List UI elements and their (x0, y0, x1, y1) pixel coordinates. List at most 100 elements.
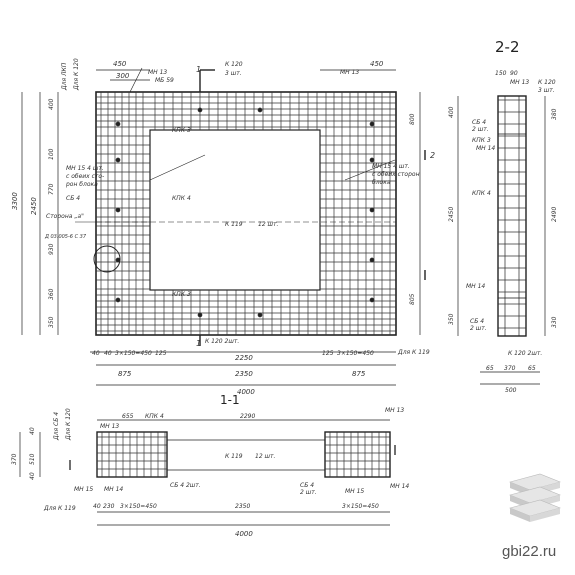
label-k120-qty: 3 шт. (225, 70, 242, 77)
rebar-anchor-dot (369, 297, 375, 303)
label-ref: Д 03.005-6 С 37 (44, 234, 87, 240)
rebar-anchor-dot (369, 157, 375, 163)
label-mn13-b: МН 13 (340, 69, 359, 76)
s22-k120: К 120 (538, 79, 556, 86)
rebar-grid (96, 92, 396, 335)
label-k120-side: Для К 120 (73, 58, 80, 91)
rebar-anchor-dot (369, 207, 375, 213)
label-mn15-note3: рон блока (65, 181, 98, 188)
s22-sb4: СБ 4 (472, 119, 486, 126)
dim-inner-height: 2450 (30, 197, 38, 215)
s11-mn15-r: МН 15 (345, 488, 364, 495)
s22-side-dim-2: 350 (448, 313, 455, 325)
label-storona: Сторона „а" (46, 213, 84, 220)
s11-mn13-l: МН 13 (100, 423, 119, 430)
rebar-anchor-dot (115, 297, 121, 303)
s11-left-dim-3: 40 (29, 472, 36, 480)
s11-spacing-left: 3×150=450 (120, 503, 157, 510)
dim-top-right: 450 (370, 60, 384, 68)
section-1-1-view (19, 419, 396, 526)
label-mn15-note: МН 15 4 шт. (66, 165, 104, 172)
label-k119-qty: 12 шт. (258, 221, 279, 228)
section-mark-1a: 1 (196, 65, 201, 74)
dim-left-3: 930 (48, 243, 55, 255)
watermark-logo: gbi22.ru (502, 473, 561, 560)
s22-bottom-dim-2: 65 (528, 365, 536, 372)
s11-spacing-right: 3×150=450 (342, 503, 379, 510)
s22-sb4-qty: 2 шт. (472, 126, 489, 133)
dim-overall-width: 4000 (237, 388, 255, 396)
label-dim-40-a: 40 (92, 350, 100, 357)
s11-mn14-l: МН 14 (104, 486, 123, 493)
elevation-outline (95, 91, 397, 336)
s11-k120-side: Для К 120 (65, 408, 72, 441)
dim-bottom-left: 875 (118, 370, 132, 378)
dim-left-5: 350 (48, 316, 55, 328)
dim-inner-width: 2250 (235, 354, 253, 362)
dim-left-2: 770 (48, 183, 55, 195)
s11-k119-qty: 12 шт. (255, 453, 276, 460)
label-k120-top: К 120 (225, 61, 243, 68)
rebar-anchor-dot (197, 312, 203, 318)
s11-sb4-l: СБ 4 2шт. (170, 482, 201, 489)
dim-top-left-inner: 300 (116, 72, 130, 80)
label-kpk3-bottom: КПК 3 (172, 291, 191, 298)
rebar-anchor-dot (115, 207, 121, 213)
dim-left-4: 360 (48, 288, 55, 300)
dim-top-left: 450 (113, 60, 127, 68)
s22-side-dim-0: 400 (448, 106, 455, 118)
label-mn15-note2: с обеих сто- (66, 173, 104, 180)
title-section-1-1: 1-1 (220, 393, 240, 407)
window-opening (149, 129, 321, 291)
s22-right-dim-1: 2490 (551, 207, 558, 222)
s11-mn14-r: МН 14 (390, 483, 409, 490)
section-2-2-labels: 2-2 150 90 МН 13 К 120 3 шт. СБ 4 2 шт. … (448, 38, 558, 394)
dim-right-0: 800 (409, 113, 416, 125)
label-dim-125-a: 125 (155, 350, 167, 357)
s11-dim-40: 40 (93, 503, 101, 510)
s22-bottom-dim-0: 65 (486, 365, 494, 372)
stack-icon (509, 473, 561, 522)
elevation-view (21, 67, 426, 386)
label-mb59: МБ 59 (155, 77, 174, 84)
s11-left-dim-1: 510 (29, 453, 36, 465)
s11-mn13-r: МН 13 (385, 407, 404, 414)
label-k119-top: К 119 (225, 221, 243, 228)
s11-mn15-l: МН 15 (74, 486, 93, 493)
s11-overall-width: 4000 (235, 530, 253, 538)
label-spacing-right: 3×150=450 (337, 350, 374, 357)
label-lkp-side: Для ЛКП (61, 62, 68, 91)
s22-top-dim-0: 150 (495, 70, 507, 77)
label-mn15-right3: блока (372, 179, 391, 186)
s22-kpk3: КПК 3 (472, 137, 491, 144)
section-1-1-labels: 1-1 655 2290 МН 13 КПК 4 МН 13 К 119 12 … (11, 393, 409, 538)
dim-left-1: 100 (48, 148, 55, 160)
s11-dim-2350: 2350 (235, 503, 250, 510)
label-sb4: СБ 4 (66, 195, 80, 202)
s22-right-dim-0: 380 (551, 108, 558, 120)
rebar-anchor-dot (257, 107, 263, 113)
section-1-1-right-block (324, 431, 391, 478)
dim-left-0: 400 (48, 98, 55, 110)
s22-mn14-a: МН 14 (476, 145, 495, 152)
s11-k119: К 119 (225, 453, 243, 460)
dim-right-1: 805 (409, 293, 416, 305)
label-spacing-left: 3×150=450 (115, 350, 152, 357)
s22-k120-qty: 3 шт. (538, 87, 555, 94)
s11-top-dim-1: 2290 (240, 413, 255, 420)
s22-sb4-b-qty: 2 шт. (470, 325, 487, 332)
s22-mn14-b: МН 14 (466, 283, 485, 290)
s22-sb4-b: СБ 4 (470, 318, 484, 325)
rebar-anchor-dot (369, 121, 375, 127)
s11-sb4-r: СБ 4 (300, 482, 314, 489)
elevation-labels: 450 300 450 3300 2450 400 100 770 930 36… (11, 58, 435, 396)
s11-sb4-side: Для СБ 4 (53, 412, 60, 441)
s22-side-dim-1: 2450 (448, 207, 455, 222)
s11-dim-230: 230 (103, 503, 115, 510)
s11-kpk4: КПК 4 (145, 413, 164, 420)
section-1-1-rebars (97, 99, 526, 477)
rebar-anchor-dot (257, 312, 263, 318)
rebar-anchor-dot (115, 157, 121, 163)
